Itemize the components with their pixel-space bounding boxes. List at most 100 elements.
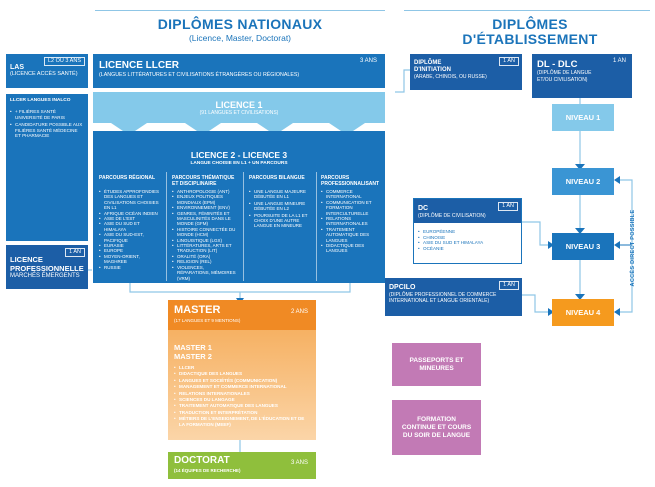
- dpcilo-title: DPCILO: [389, 284, 416, 291]
- parcours-divider: [316, 172, 317, 281]
- doctorat-title: DOCTORAT: [174, 455, 230, 466]
- list-item: POURSUITE DE LA L1 ET CHOIX D'UNE AUTRE …: [249, 213, 311, 229]
- list-item: + FILIÈRES SANTÉ UNIVERSITÉ DE PARIS: [10, 109, 84, 120]
- master-mentions-list: LLCER DIDACTIQUE DES LANGUES LANGUES ET …: [174, 365, 310, 427]
- parcours-title: PARCOURS PROFESSIONNALISANT: [321, 175, 380, 187]
- list-item: AFRIQUE OCÉAN INDIEN: [99, 211, 161, 217]
- header-etab-title-line2: D'ÉTABLISSEMENT: [462, 31, 598, 47]
- list-item: EUROPE: [99, 248, 161, 254]
- list-item: CHINOISE: [418, 235, 517, 241]
- llcer-badge: 3 ANS: [359, 58, 377, 64]
- acces-direct-label: ACCÈS DIRECT POSSIBLE: [630, 209, 636, 287]
- initiation-title-line2: D'INITIATION: [414, 67, 451, 73]
- list-item: ASIE DU SUD-EST, PACIFIQUE: [99, 232, 161, 243]
- arrow-down-icon: [185, 123, 221, 135]
- lpro-title-line2: PROFESSIONNELLE: [10, 264, 84, 273]
- dc-title: DC: [418, 205, 429, 212]
- list-item: ASIE DU SUD ET HIMALAYA: [418, 240, 517, 246]
- inalco-title: LLCER LANGUES INALCO: [10, 98, 71, 103]
- list-item: LINGUISTIQUE (LGX): [172, 238, 238, 244]
- passeports-box: PASSEPORTS ET MINEURES: [392, 343, 481, 386]
- parcours-title: PARCOURS BILANGUE: [249, 175, 305, 181]
- licence1-title: LICENCE 1: [215, 100, 263, 110]
- parcours-list: COMMERCE INTERNATIONAL COMMUNICATION ET …: [321, 189, 381, 254]
- list-item: TRAITEMENT AUTOMATIQUE DES LANGUES: [321, 227, 381, 243]
- list-item: MANAGEMENT ET COMMERCE INTERNATIONAL: [174, 384, 310, 391]
- list-item: CANDIDATURE POSSIBLE AUX FILIÈRES SANTÉ …: [10, 122, 84, 139]
- list-item: LLCER: [174, 365, 310, 372]
- formation-box: FORMATION CONTINUE ET COURS DU SOIR DE L…: [392, 400, 481, 455]
- header-nationaux-subtitle: (Licence, Master, Doctorat): [188, 33, 292, 43]
- arrow-down-icon: [257, 123, 293, 135]
- licence23-subtitle: LANGUE CHOISIE EN L1 + UN PARCOURS: [190, 161, 288, 166]
- arrow-left-icon: [614, 241, 620, 249]
- list-item: RELATIONS INTERNATIONALES: [321, 216, 381, 227]
- niveau-4-box: NIVEAU 4: [552, 299, 614, 326]
- header-nationaux-title: DIPLÔMES NATIONAUX: [157, 16, 323, 32]
- dldlc-title: DL - DLC: [537, 59, 578, 70]
- list-item: LANGUES ET SOCIÉTÉS (COMMUNICATION): [174, 378, 310, 385]
- dc-subtitle: (DIPLÔME DE CIVILISATION): [418, 213, 486, 219]
- list-item: LITTÉRATURES, ARTS ET TRADUCTION (LIT): [172, 243, 238, 254]
- arrow-down-icon: [111, 123, 147, 135]
- list-item: ASIE DE L'EST: [99, 216, 161, 222]
- list-item: ASIE DU SUD ET HIMALAYA: [99, 221, 161, 232]
- list-item: TRAITEMENT AUTOMATIQUE DES LANGUES: [174, 403, 310, 410]
- list-item: EURASIE: [99, 243, 161, 249]
- master-header: MASTER (17 LANGUES ET 9 MENTIONS) 2 ANS: [168, 300, 316, 330]
- dpcilo-box: 1 AN DPCILO (DIPLÔME PROFESSIONNEL DE CO…: [385, 278, 522, 316]
- niveau-3-box: NIVEAU 3: [552, 233, 614, 260]
- parcours-regional: PARCOURS RÉGIONAL ÉTUDES APPROFONDIES DE…: [96, 172, 164, 281]
- dldlc-subtitle: (DIPLÔME DE LANGUE ET/OU CIVILISATION): [537, 70, 592, 83]
- niveau-4-label: NIVEAU 4: [565, 308, 601, 317]
- niveau-3-label: NIVEAU 3: [565, 242, 601, 251]
- inalco-list: + FILIÈRES SANTÉ UNIVERSITÉ DE PARIS CAN…: [10, 109, 84, 139]
- dpcilo-badge: 1 AN: [499, 281, 519, 290]
- dpcilo-subtitle: (DIPLÔME PROFESSIONNEL DE COMMERCE INTER…: [389, 292, 497, 304]
- lpro-title-line1: LICENCE: [10, 255, 43, 264]
- master2-label: MASTER 2: [174, 351, 212, 361]
- dldlc-box: 1 AN DL - DLC (DIPLÔME DE LANGUE ET/OU C…: [532, 54, 632, 98]
- llcer-subtitle: (LANGUES LITTÉRATURES ET CIVILISATIONS É…: [99, 72, 300, 78]
- inalco-box: LLCER LANGUES INALCO + FILIÈRES SANTÉ UN…: [6, 94, 88, 241]
- lpro-subtitle: MARCHÉS ÉMERGENTS: [10, 273, 80, 279]
- niveau-1-box: NIVEAU 1: [552, 104, 614, 131]
- header-divider-etablissement: [404, 10, 650, 11]
- las-subtitle: (LICENCE ACCÈS SANTÉ): [10, 71, 78, 77]
- list-item: RELATIONS INTERNATIONALES: [174, 391, 310, 398]
- parcours-divider: [166, 172, 167, 281]
- llcer-title: LICENCE LLCER: [99, 60, 179, 71]
- dc-header: DC (DIPLÔME DE CIVILISATION) 1 AN: [414, 199, 521, 223]
- las-box: LAS (LICENCE ACCÈS SANTÉ) L2 OU 3 ANS: [6, 54, 88, 88]
- initiation-badge: 1 AN: [499, 57, 519, 66]
- dc-badge: 1 AN: [498, 202, 518, 211]
- master-body: MASTER 1 MASTER 2 LLCER DIDACTIQUE DES L…: [168, 330, 316, 440]
- arrow-down-icon: [329, 123, 365, 135]
- parcours-bilangue: PARCOURS BILANGUE UNE LANGUE MAJEURE DÉB…: [246, 172, 314, 281]
- dldlc-badge: 1 AN: [612, 58, 626, 64]
- parcours-list: ANTHROPOLOGIE (ANT) ENJEUX POLITIQUES MO…: [172, 189, 238, 281]
- llcer-box: LICENCE LLCER (LANGUES LITTÉRATURES ET C…: [93, 54, 385, 88]
- arrow-left-icon: [614, 176, 620, 184]
- list-item: ENJEUX POLITIQUES MONDIAUX (EPM): [172, 194, 238, 205]
- parcours-professionnalisant: PARCOURS PROFESSIONNALISANT COMMERCE INT…: [318, 172, 384, 281]
- dc-box: DC (DIPLÔME DE CIVILISATION) 1 AN EUROPÉ…: [413, 198, 522, 264]
- niveau-1-label: NIVEAU 1: [565, 113, 601, 122]
- master1-label: MASTER 1: [174, 343, 212, 352]
- passeports-label: PASSEPORTS ET MINEURES: [409, 356, 464, 372]
- parcours-title: PARCOURS RÉGIONAL: [99, 175, 156, 181]
- master-subtitle: (17 LANGUES ET 9 MENTIONS): [174, 318, 241, 323]
- list-item: RELIGION (REL): [172, 259, 238, 265]
- initiation-box: 1 AN DIPLÔME D'INITIATION (ARABE, CHINOI…: [410, 54, 522, 90]
- master-badge: 2 ANS: [290, 309, 308, 315]
- licence23-title: LICENCE 2 - LICENCE 3: [190, 150, 288, 160]
- arrow-left-icon: [614, 308, 620, 316]
- doctorat-subtitle: (14 ÉQUIPES DE RECHERCHE): [174, 468, 241, 473]
- list-item: OCÉANIE: [418, 246, 517, 252]
- list-item: RUSSIE: [99, 265, 161, 271]
- las-badge: L2 OU 3 ANS: [43, 57, 85, 66]
- list-item: HISTOIRE CONNECTÉE DU MONDE (HCM): [172, 227, 238, 238]
- list-item: MOYEN-ORIENT, MAGHREB: [99, 254, 161, 265]
- list-item: EUROPÉENNE: [418, 229, 517, 235]
